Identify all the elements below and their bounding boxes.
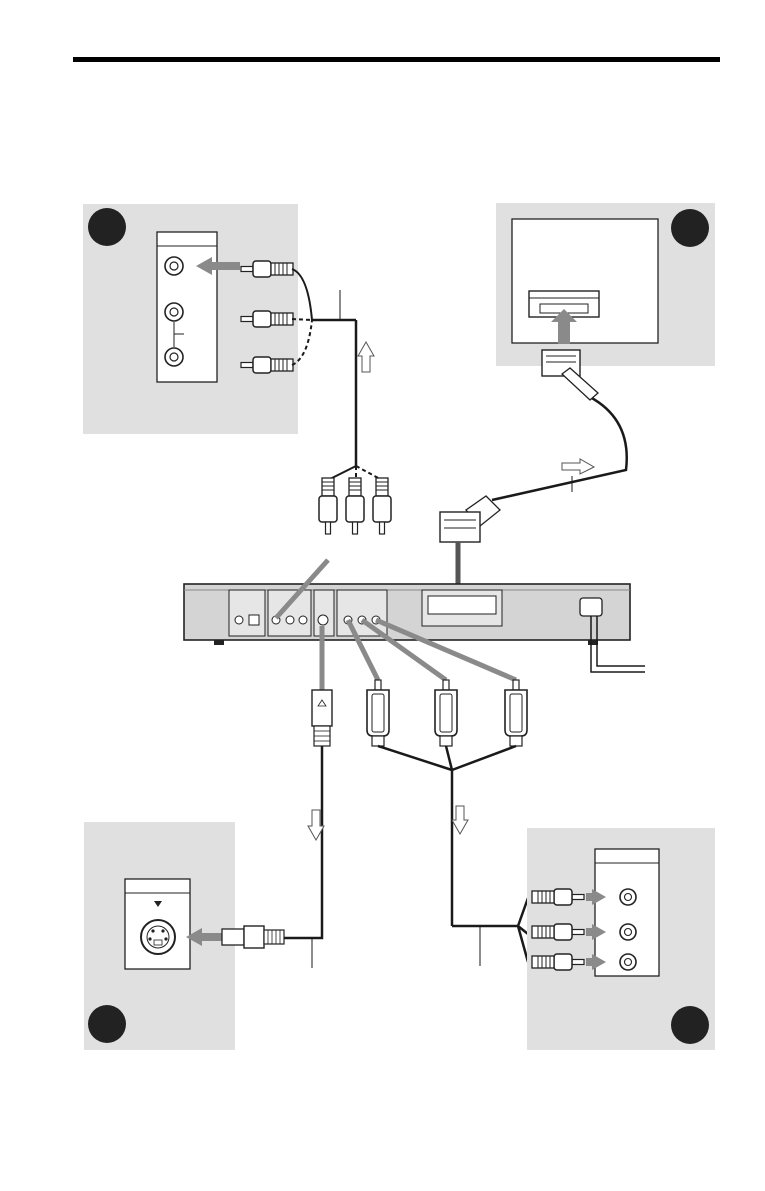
badge-bottom-left-icon <box>88 1005 126 1043</box>
badge-top-left-icon <box>88 208 126 246</box>
scart-plug-bottom-icon <box>440 496 500 598</box>
badge-bottom-right-icon <box>671 1006 709 1044</box>
composite-cable <box>292 269 382 480</box>
panel-bottom-left <box>84 822 284 1050</box>
scart-cable <box>440 350 627 598</box>
s-video-plug-player-icon <box>312 690 332 746</box>
component-jack-panel <box>595 849 659 976</box>
tv-back-panel <box>512 219 658 343</box>
rca-plug-player-video-icon <box>319 478 337 534</box>
scart-signal-arrow-icon <box>562 459 594 474</box>
component-plug-y-icon <box>367 680 389 746</box>
s-video-jack-panel <box>125 879 190 969</box>
component-signal-arrow-icon <box>452 806 468 834</box>
panel-bottom-right <box>527 828 715 1050</box>
rca-plug-player-audio-r-icon <box>373 478 391 534</box>
composite-input-jack-panel <box>157 232 217 382</box>
s-video-cable <box>284 746 322 938</box>
panel-top-left <box>83 204 298 434</box>
s-video-plug-tv-icon <box>222 926 284 948</box>
rca-plug-player-audio-l-icon <box>346 478 364 534</box>
panel-top-right <box>496 203 715 366</box>
component-plug-pr-icon <box>505 680 527 746</box>
badge-top-right-icon <box>671 209 709 247</box>
signal-direction-arrow-icon <box>358 342 374 372</box>
component-cable <box>378 746 528 966</box>
header-rule <box>73 57 720 62</box>
component-plug-pb-icon <box>435 680 457 746</box>
